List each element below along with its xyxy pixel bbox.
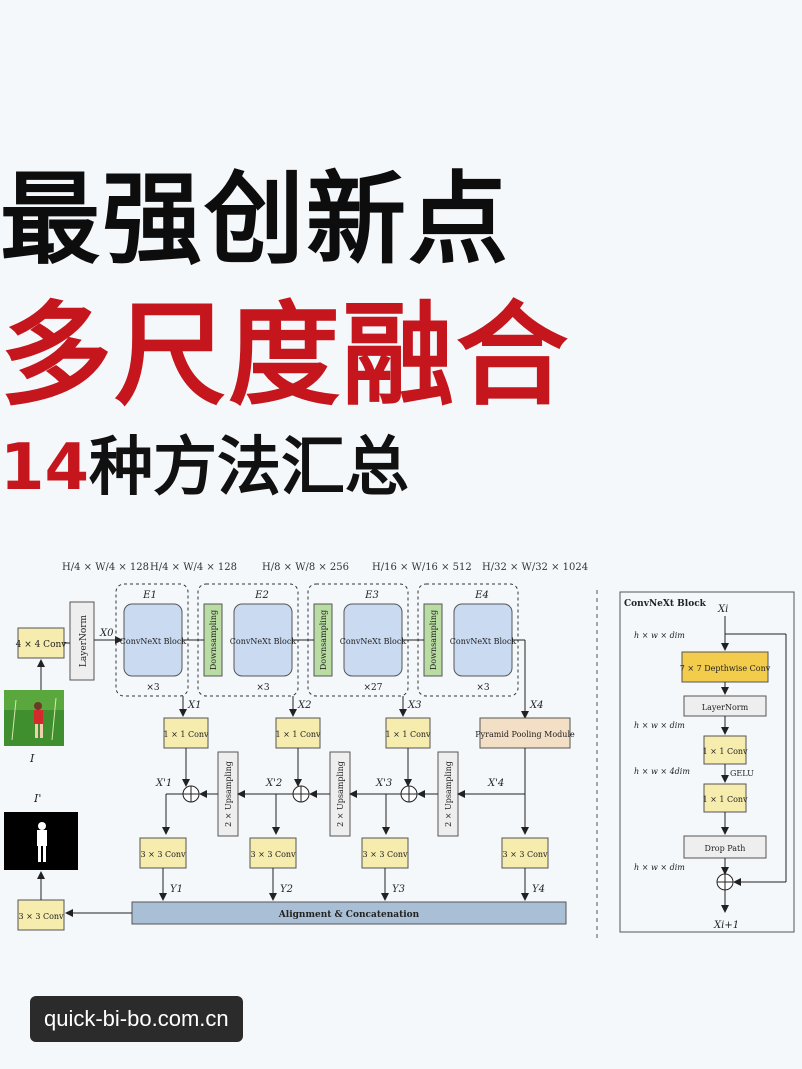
dim-label: H/32 × W/32 × 1024: [482, 562, 588, 573]
y1-label: Y1: [170, 884, 183, 895]
downsampling-3-label: Downsampling: [429, 610, 438, 670]
stem-conv-box: [17, 627, 65, 659]
conv3x3-3: [361, 837, 409, 869]
title-line-1: 最强创新点: [0, 161, 510, 278]
conv1x1-2: [275, 717, 321, 749]
architecture-diagram: H/4 × W/4 × 128 H/4 × W/4 × 128 H/8 × W/…: [4, 562, 795, 940]
dim-label: H/4 × W/4 × 128: [150, 562, 237, 573]
convnext-block-1-label: ConvNeXt Block: [120, 637, 187, 646]
y3-label: Y3: [392, 884, 405, 895]
conv3x3-1-label: 3 × 3 Conv: [140, 850, 186, 859]
ppm-label: Pyramid Pooling Module: [475, 730, 575, 739]
stage-1-repeat: ×3: [146, 683, 160, 693]
x2-label: X2: [297, 700, 311, 711]
detail-input-label: Xi: [717, 604, 728, 615]
pyramid-pooling-module: [479, 717, 571, 749]
depthwise-conv-label: 7 × 7 Depthwise Conv: [680, 664, 771, 673]
stage-2-label: E2: [254, 590, 269, 601]
layernorm-label: LayerNorm: [79, 614, 89, 667]
upsampling-1-label: 2 × Upsampling: [224, 761, 233, 827]
stage-2-repeat: ×3: [256, 683, 270, 693]
layernorm-box: [69, 601, 95, 681]
conv3x3-1: [139, 837, 187, 869]
convnext-block-4-label: ConvNeXt Block: [450, 637, 517, 646]
detail-output-label: Xi+1: [713, 920, 739, 931]
stem-conv-label: 4 × 4 Conv: [16, 640, 68, 650]
detail-conv1x1-b-label: 1 × 1 Conv: [702, 795, 748, 804]
conv3x3-3-label: 3 × 3 Conv: [362, 850, 408, 859]
convnext-block-2-label: ConvNeXt Block: [230, 637, 297, 646]
xprime-3-label: X'3: [375, 778, 392, 789]
conv1x1-3: [385, 717, 431, 749]
x1-label: X1: [187, 700, 201, 711]
conv1x1-1-label: 1 × 1 Conv: [163, 730, 209, 739]
dim-label: H/4 × W/4 × 128: [62, 562, 149, 573]
detail-conv1x1-b: [703, 783, 747, 813]
watermark: quick-bi-bo.com.cn: [30, 996, 243, 1042]
downsampling-2-label: Downsampling: [319, 610, 328, 670]
conv3x3-4-label: 3 × 3 Conv: [502, 850, 548, 859]
output-mask: [4, 812, 78, 870]
detail-layernorm-label: LayerNorm: [702, 703, 749, 712]
title-line-2: 多尺度融合: [0, 291, 570, 421]
xprime-1-label: X'1: [155, 778, 172, 789]
downsampling-1-label: Downsampling: [209, 610, 218, 670]
depthwise-conv-box: [681, 651, 769, 683]
detail-conv1x1-a: [703, 735, 747, 765]
convnext-detail-title: ConvNeXt Block: [624, 599, 707, 609]
dim-label: H/16 × W/16 × 512: [372, 562, 472, 573]
stage-4-repeat: ×3: [476, 683, 490, 693]
dim-label: H/8 × W/8 × 256: [262, 562, 349, 573]
x4-label: X4: [529, 700, 543, 711]
title-line-3-text: 种方法汇总: [89, 431, 410, 505]
stage-3-label: E3: [364, 590, 379, 601]
detail-conv1x1-a-label: 1 × 1 Conv: [702, 747, 748, 756]
stage-3-repeat: ×27: [364, 683, 383, 693]
drop-path-label: Drop Path: [705, 844, 746, 853]
title-line-3: 14种方法汇总: [0, 436, 802, 500]
final-conv3x3-label: 3 × 3 Conv: [18, 912, 64, 921]
y2-label: Y2: [280, 884, 293, 895]
xprime-4-label: X'4: [487, 778, 504, 789]
upsampling-2-label: 2 × Upsampling: [336, 761, 345, 827]
conv1x1-2-label: 1 × 1 Conv: [275, 730, 321, 739]
x3-label: X3: [407, 700, 421, 711]
conv3x3-2: [249, 837, 297, 869]
stage-4-label: E4: [474, 590, 489, 601]
convnext-block-3-label: ConvNeXt Block: [340, 637, 407, 646]
upsampling-3-label: 2 × Upsampling: [444, 761, 453, 827]
x0-label: X0: [99, 628, 114, 639]
detail-dim-2: h × w × dim: [634, 721, 685, 730]
convnext-detail-panel: [619, 591, 795, 933]
output-label: I': [33, 792, 41, 805]
detail-gelu-label: GELU: [730, 769, 754, 778]
final-conv3x3: [17, 899, 65, 931]
conv1x1-3-label: 1 × 1 Conv: [385, 730, 431, 739]
y4-label: Y4: [532, 884, 545, 895]
xprime-2-label: X'2: [265, 778, 282, 789]
stage-1-label: E1: [142, 590, 157, 601]
method-count: 14: [0, 431, 90, 505]
input-image: [4, 690, 64, 746]
alignment-label: Alignment & Concatenation: [278, 910, 420, 920]
detail-dim-1: h × w × dim: [634, 631, 685, 640]
detail-dim-4: h × w × dim: [634, 863, 685, 872]
conv3x3-2-label: 3 × 3 Conv: [250, 850, 296, 859]
input-label: I: [29, 752, 35, 765]
conv1x1-1: [163, 717, 209, 749]
detail-dim-3: h × w × 4dim: [634, 767, 690, 776]
conv3x3-4: [501, 837, 549, 869]
